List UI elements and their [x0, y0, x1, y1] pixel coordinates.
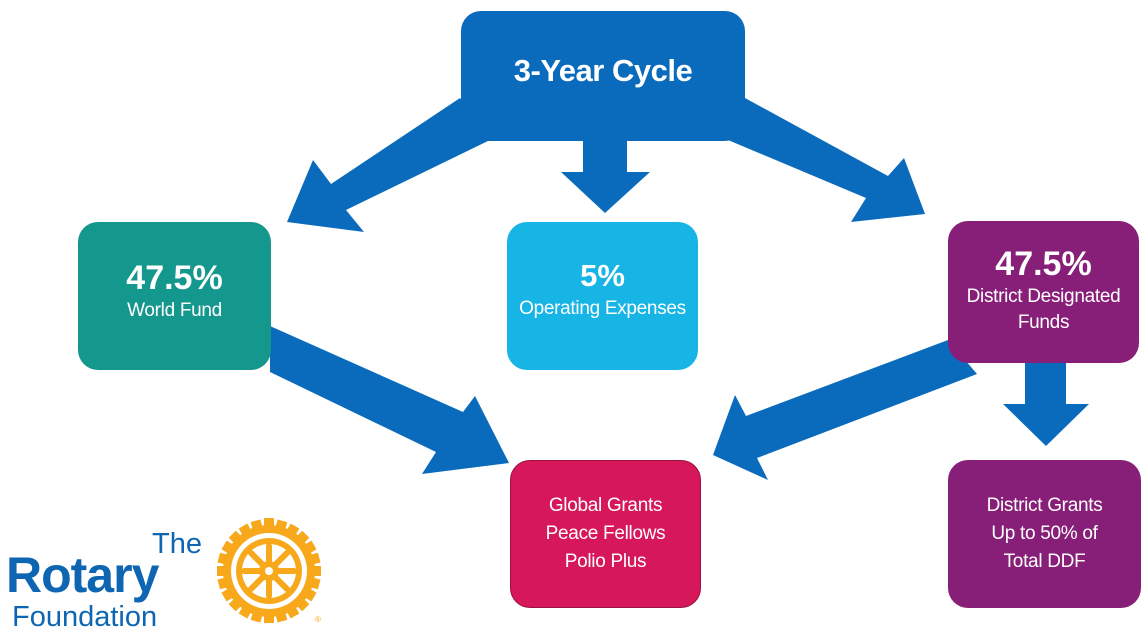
total-ddf-line: Total DDF — [1003, 551, 1086, 572]
svg-text:®: ® — [315, 615, 321, 624]
district-grants-line: District Grants — [986, 495, 1103, 516]
district-designated-funds-box: 47.5% District Designated Funds — [948, 221, 1139, 363]
operating-label: Operating Expenses — [519, 298, 686, 319]
world-fund-box: 47.5% World Fund — [78, 222, 271, 370]
peace-fellows-line: Peace Fellows — [545, 523, 666, 544]
world-fund-label: World Fund — [127, 300, 222, 321]
up-to-50-line: Up to 50% of — [991, 523, 1098, 544]
arrow-to-operating — [561, 141, 650, 213]
rotary-wheel-icon: ® — [217, 518, 321, 624]
wheel-tooth — [264, 613, 274, 623]
cycle-title: 3-Year Cycle — [513, 53, 693, 88]
global-grants-line: Global Grants — [548, 495, 663, 516]
arrow-ddf-to-global — [713, 340, 977, 480]
wheel-tooth — [264, 519, 274, 529]
ddf-percent: 47.5% — [995, 245, 1092, 283]
three-year-cycle-box: 3-Year Cycle — [461, 11, 745, 141]
logo-rotary-text: Rotary — [6, 547, 159, 603]
polio-plus-line: Polio Plus — [564, 551, 647, 572]
logo-foundation-text: Foundation — [12, 601, 158, 633]
global-grants-box: Global Grants Peace Fellows Polio Plus — [510, 460, 701, 608]
ddf-label-line2: Funds — [1017, 312, 1070, 333]
arrow-ddf-to-district-grants — [1003, 363, 1089, 446]
rotary-foundation-logo: The Rotary Foundation ® — [6, 516, 328, 641]
district-grants-box: District Grants Up to 50% of Total DDF — [948, 460, 1141, 608]
ddf-label-line1: District Designated — [966, 286, 1121, 307]
operating-percent: 5% — [580, 258, 625, 293]
world-fund-percent: 47.5% — [126, 259, 223, 297]
arrow-to-ddf — [728, 98, 925, 222]
arrow-world-to-global — [270, 326, 509, 474]
operating-expenses-box: 5% Operating Expenses — [507, 222, 698, 370]
arrow-to-world-fund — [287, 98, 490, 232]
logo-the-text: The — [152, 528, 202, 560]
